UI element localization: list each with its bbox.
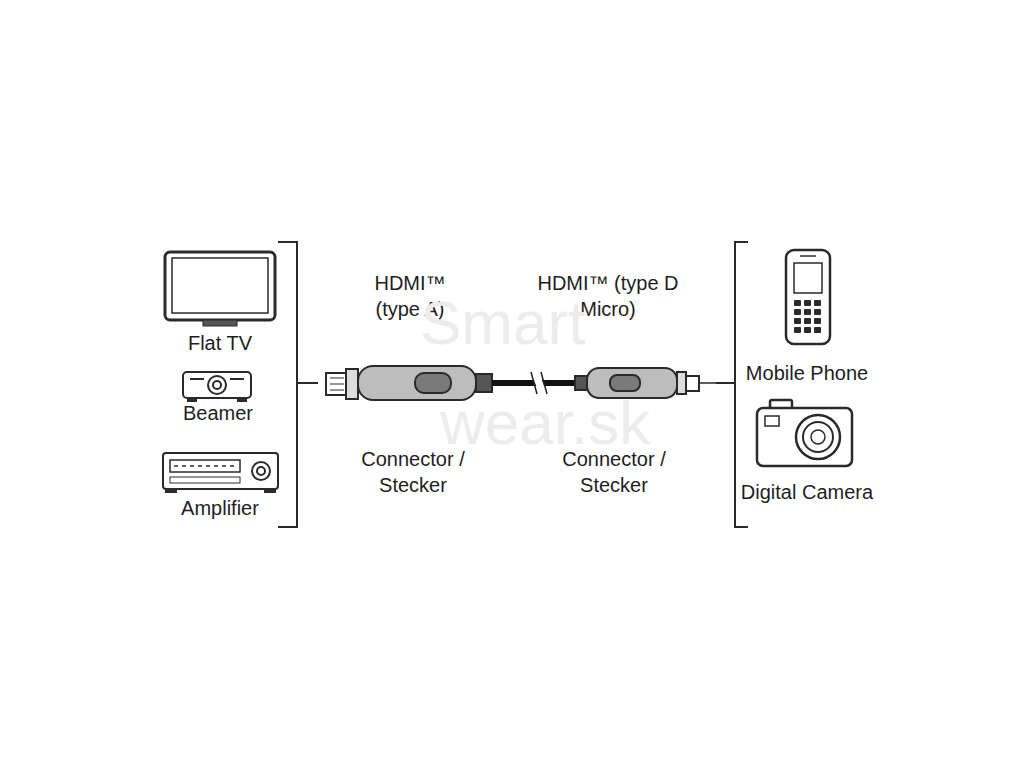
phone-key — [814, 300, 821, 306]
device-label: Amplifier — [155, 495, 285, 521]
phone-key — [794, 318, 801, 324]
camera-icon — [757, 400, 852, 466]
display-segment — [198, 465, 202, 467]
phone-key — [804, 300, 811, 306]
amplifier-display — [174, 465, 234, 467]
phone-icon — [786, 250, 830, 344]
display-segment — [182, 465, 186, 467]
phone-key — [794, 327, 801, 333]
phone-key — [804, 327, 811, 333]
phone-key — [804, 309, 811, 315]
cable — [492, 372, 575, 394]
display-segment — [230, 465, 234, 467]
display-segment — [174, 465, 178, 467]
display-segment — [214, 465, 218, 467]
bracket — [278, 242, 318, 527]
watermark: Smart — [420, 292, 620, 354]
watermark: wear.sk — [440, 392, 680, 454]
amplifier-icon — [163, 453, 278, 492]
phone-key — [804, 318, 811, 324]
phone-key — [814, 327, 821, 333]
phone-key — [814, 309, 821, 315]
device-label: Mobile Phone — [732, 360, 882, 386]
phone-key — [794, 300, 801, 306]
display-segment — [222, 465, 226, 467]
device-label: Beamer — [158, 400, 278, 426]
display-segment — [206, 465, 210, 467]
phone-keypad — [794, 300, 821, 333]
tv-icon — [165, 252, 275, 326]
device-label: Digital Camera — [722, 479, 892, 505]
display-segment — [190, 465, 194, 467]
phone-key — [794, 309, 801, 315]
beamer-icon — [183, 372, 251, 401]
device-label: Flat TV — [160, 330, 280, 356]
phone-key — [814, 318, 821, 324]
